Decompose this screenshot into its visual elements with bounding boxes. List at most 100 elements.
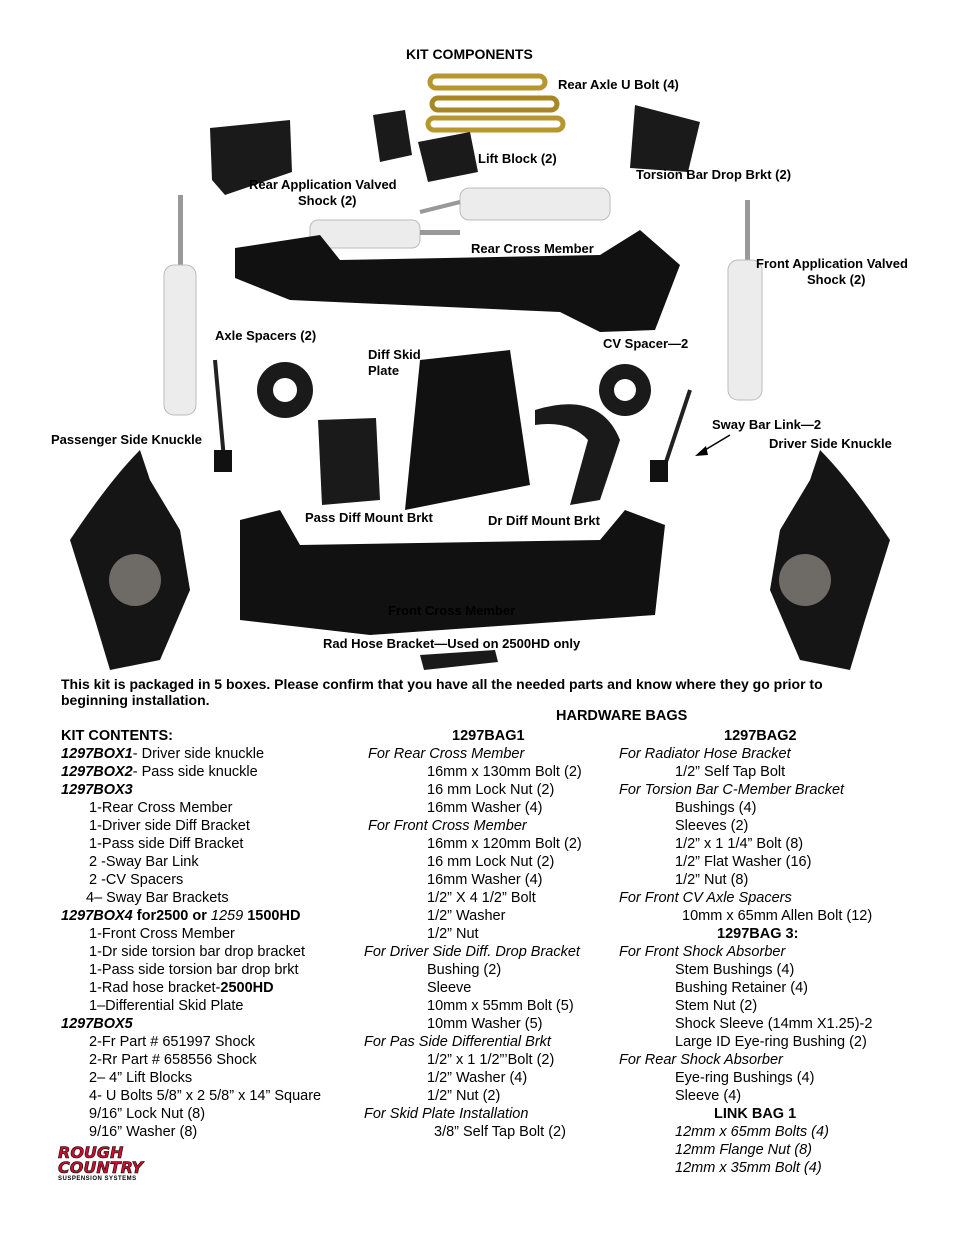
rough-country-logo: ROUGH COUNTRY SUSPENSION SYSTEMS [58, 1144, 178, 1189]
label-diff-skid-line2: Plate [368, 363, 400, 378]
list-item: 1–Differential Skid Plate [89, 998, 244, 1014]
driver-shock-image [727, 200, 763, 401]
box4-row: 1297BOX4 for2500 or 1259 1500HD [61, 908, 301, 924]
list-item: 4- U Bolts 5/8” x 2 5/8” x 14” Square [89, 1088, 322, 1104]
list-item: Large ID Eye-ring Bushing (2) [675, 1034, 867, 1050]
label-front-shock-line1: Front Application Valved [756, 256, 908, 271]
list-item: 2 -Sway Bar Link [89, 854, 199, 870]
torsion-drop-bracket-left [210, 120, 292, 195]
list-item: 1-Dr side torsion bar drop bracket [89, 944, 305, 960]
logo-word-country: COUNTRY [58, 1158, 144, 1177]
rear-shock-image [309, 187, 611, 249]
list-item: 10mm Washer (5) [427, 1016, 543, 1032]
label-lift-block: Lift Block (2) [478, 151, 557, 166]
list-item: 16mm x 120mm Bolt (2) [427, 836, 582, 852]
list-item: Bushings (4) [675, 800, 757, 816]
pass-diff-bracket-image [318, 418, 380, 505]
list-item: 1/2” X 4 1/2” Bolt [427, 890, 536, 906]
list-item: 1-Rear Cross Member [89, 800, 233, 816]
list-item: 9/16” Lock Nut (8) [89, 1106, 206, 1122]
list-item: Sleeve (4) [675, 1088, 742, 1104]
list-item: 10mm x 65mm Allen Bolt (12) [682, 908, 873, 924]
link-bag-title: LINK BAG 1 [714, 1106, 797, 1122]
label-rear-cross-member: Rear Cross Member [471, 241, 594, 256]
label-dr-diff-mount: Dr Diff Mount Brkt [488, 513, 600, 528]
front-cross-member-image [240, 510, 665, 635]
box2-row: 1297BOX2- Pass side knuckle [61, 764, 258, 780]
list-item: Sleeves (2) [675, 818, 749, 834]
list-item: 9/16” Washer (8) [89, 1124, 198, 1140]
list-item: Eye-ring Bushings (4) [675, 1070, 815, 1086]
list-item: 12mm x 65mm Bolts (4) [675, 1124, 829, 1140]
list-item: 1-Pass side torsion bar drop brkt [89, 962, 299, 978]
torsion-drop-bracket-right [630, 105, 700, 172]
list-item: Stem Bushings (4) [675, 962, 795, 978]
list-item: 16 mm Lock Nut (2) [427, 854, 555, 870]
list-item: 2– 4” Lift Blocks [89, 1070, 193, 1086]
list-item: 1/2” x 1 1/4” Bolt (8) [675, 836, 804, 852]
bag1-column: 1297BAG1 For Rear Cross Member 16mm x 13… [364, 727, 582, 1141]
passenger-shock-image [163, 195, 197, 416]
bag1-section-front-cross: For Front Cross Member [368, 818, 527, 834]
sway-bar-link-left [213, 359, 232, 472]
list-item: Sleeve [427, 980, 472, 996]
label-passenger-knuckle: Passenger Side Knuckle [51, 432, 203, 447]
list-item: 3/8” Self Tap Bolt (2) [434, 1124, 566, 1140]
list-item: 1-Pass side Diff Bracket [89, 836, 244, 852]
box5-title: 1297BOX5 [61, 1016, 133, 1032]
list-item: 1/2” Flat Washer (16) [675, 854, 812, 870]
sway-bar-link-right [650, 389, 692, 482]
list-item: 16mm x 130mm Bolt (2) [427, 764, 582, 780]
list-item: 16mm Washer (4) [427, 872, 543, 888]
list-item: 12mm Flange Nut (8) [675, 1142, 812, 1158]
label-diff-skid-line1: Diff Skid [368, 347, 421, 362]
kit-components-title: KIT COMPONENTS [406, 46, 533, 62]
rear-u-bolts-image [425, 73, 566, 133]
bag1-title: 1297BAG1 [452, 728, 525, 744]
label-pass-diff-mount: Pass Diff Mount Brkt [305, 510, 433, 525]
bag3-section-front-shock: For Front Shock Absorber [619, 944, 786, 960]
list-item: 2-Rr Part # 658556 Shock [89, 1052, 257, 1068]
lift-blocks-image [373, 110, 478, 182]
label-rear-axle-u-bolt: Rear Axle U Bolt (4) [558, 77, 679, 92]
list-item: 1/2” Washer (4) [427, 1070, 528, 1086]
list-item: 1/2” Nut (2) [427, 1088, 501, 1104]
bag3-title: 1297BAG 3: [717, 926, 799, 942]
list-item: 16 mm Lock Nut (2) [427, 782, 555, 798]
label-rear-shock-line1: Rear Application Valved [249, 177, 397, 192]
label-rad-hose-bracket: Rad Hose Bracket—Used on 2500HD only [323, 636, 581, 651]
list-item: 16mm Washer (4) [427, 800, 543, 816]
label-front-shock-line2: Shock (2) [807, 272, 866, 287]
hardware-bags-title: HARDWARE BAGS [556, 708, 688, 724]
list-item: 4– Sway Bar Brackets [86, 890, 229, 906]
bag1-section-pas-diff: For Pas Side Differential Brkt [364, 1034, 551, 1050]
label-axle-spacers: Axle Spacers (2) [215, 328, 317, 343]
label-sway-bar-link: Sway Bar Link—2 [712, 417, 822, 432]
rear-cross-member-image [235, 230, 680, 332]
label-rear-shock-line2: Shock (2) [298, 193, 357, 208]
intro-paragraph: This kit is packaged in 5 boxes. Please … [61, 676, 823, 708]
kit-components-photo [70, 73, 890, 670]
list-item: 1/2” x 1 1/2”’Bolt (2) [427, 1052, 555, 1068]
box1-row: 1297BOX1- Driver side knuckle [61, 746, 265, 762]
list-item: 1-Driver side Diff Bracket [89, 818, 250, 834]
list-item: Bushing (2) [427, 962, 502, 978]
bag3-section-rear-shock: For Rear Shock Absorber [619, 1052, 783, 1068]
rad-hose-bracket-image [420, 650, 498, 670]
bag1-section-rear-cross: For Rear Cross Member [368, 746, 525, 762]
bag2-column: 1297BAG2 For Radiator Hose Bracket 1/2” … [619, 727, 872, 1177]
bag1-section-driver-diff: For Driver Side Diff. Drop Bracket [364, 944, 580, 960]
driver-knuckle-image [770, 450, 890, 670]
list-item: 1-Rad hose bracket-2500HD [89, 980, 274, 996]
box3-title: 1297BOX3 [61, 782, 133, 798]
list-item: 1/2” Self Tap Bolt [675, 764, 786, 780]
bag2-section-torsion: For Torsion Bar C-Member Bracket [619, 782, 845, 798]
list-item: 2-Fr Part # 651997 Shock [89, 1034, 256, 1050]
list-item: Bushing Retainer (4) [675, 980, 808, 996]
list-item: 1-Front Cross Member [89, 926, 235, 942]
bag2-section-rad-hose: For Radiator Hose Bracket [619, 746, 791, 762]
logo-tagline: SUSPENSION SYSTEMS [58, 1176, 137, 1182]
list-item: 1/2” Washer [427, 908, 506, 924]
list-item: Stem Nut (2) [675, 998, 758, 1014]
driver-diff-bracket-image [535, 404, 620, 505]
